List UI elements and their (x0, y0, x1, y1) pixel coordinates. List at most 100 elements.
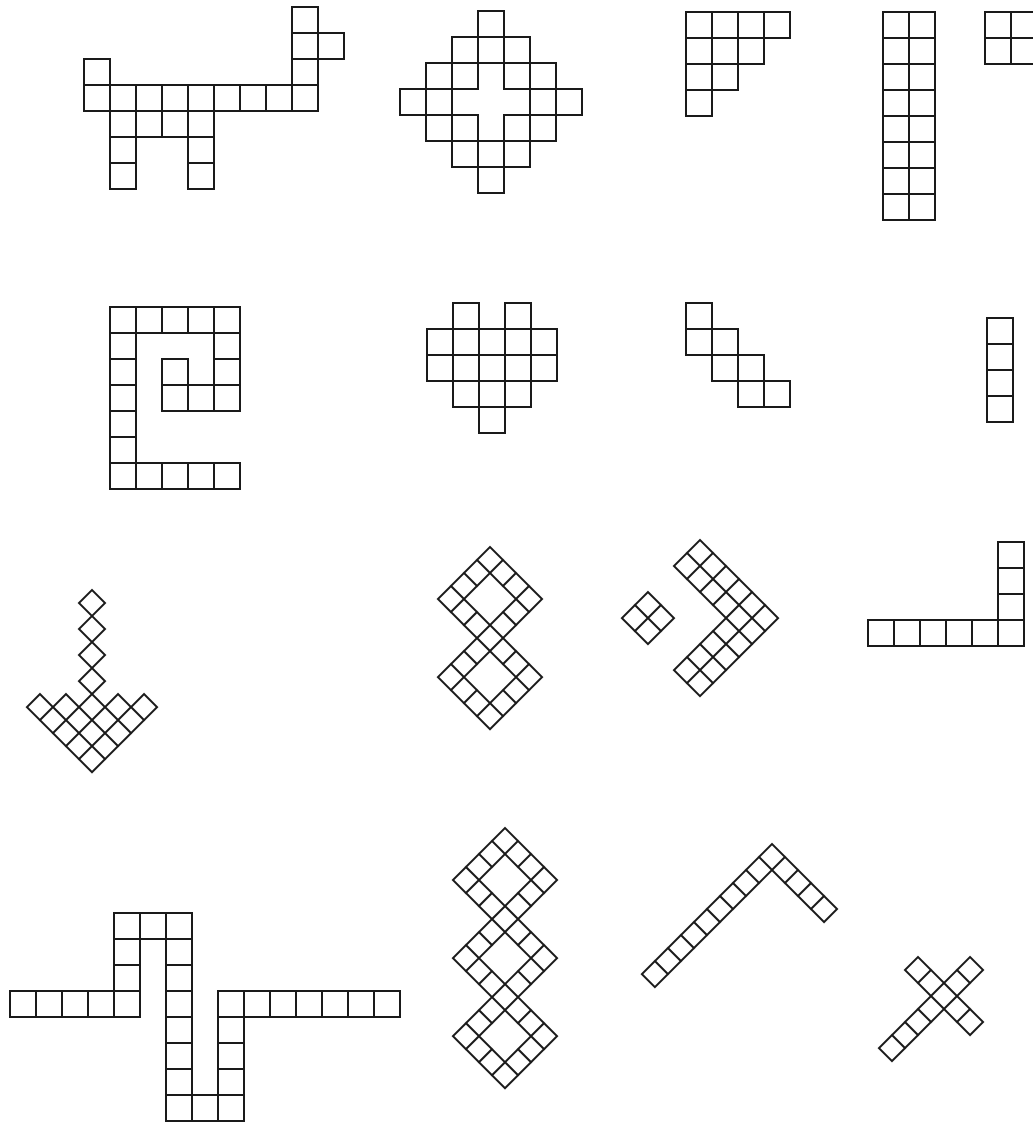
tile-cell (110, 437, 136, 463)
tile-cell (140, 913, 166, 939)
tile-cell (712, 38, 738, 64)
tile-cell (505, 355, 531, 381)
tile-cell (764, 381, 790, 407)
tile-cell (712, 355, 738, 381)
tile-cell (987, 344, 1013, 370)
tile-cell (883, 142, 909, 168)
tile-cell (162, 111, 188, 137)
tile-cell (79, 590, 105, 616)
tile-cell (218, 1043, 244, 1069)
tile-cell (166, 1095, 192, 1121)
tile-cell (998, 568, 1024, 594)
tile-cell (686, 12, 712, 38)
tile-cell (478, 37, 504, 63)
tile-cell (214, 359, 240, 385)
tile-cell (426, 63, 452, 89)
tile-cell (478, 11, 504, 37)
tile-cell (136, 111, 162, 137)
tile-cell (188, 111, 214, 137)
fig-diagonal-x (622, 540, 778, 696)
tile-cell (987, 370, 1013, 396)
tile-cell (79, 668, 105, 694)
tile-cell (909, 38, 935, 64)
tile-cell (36, 991, 62, 1017)
tile-cell (136, 307, 162, 333)
fig-short-column (987, 318, 1013, 422)
tile-cell (686, 329, 712, 355)
fig-ring-diamond (400, 11, 582, 193)
tile-cell (738, 38, 764, 64)
fig-fish (27, 590, 157, 772)
tile-cell (114, 939, 140, 965)
tile-cell (987, 318, 1013, 344)
tile-cell (883, 168, 909, 194)
tile-cell (214, 333, 240, 359)
tile-cell (188, 85, 214, 111)
tile-cell (162, 359, 188, 385)
tile-cell (909, 142, 935, 168)
tile-cell (946, 620, 972, 646)
tile-cell (909, 168, 935, 194)
tile-cell (348, 991, 374, 1017)
tile-cell (110, 307, 136, 333)
tile-cell (188, 307, 214, 333)
tile-cell (292, 7, 318, 33)
tile-cell (110, 385, 136, 411)
tile-cell (504, 63, 530, 89)
tile-cell (972, 620, 998, 646)
tile-cell (110, 333, 136, 359)
tile-cell (1011, 12, 1033, 38)
tile-cell (214, 307, 240, 333)
tile-cell (110, 359, 136, 385)
tile-cell (998, 594, 1024, 620)
tile-cell (162, 307, 188, 333)
tile-cell (504, 37, 530, 63)
tile-cell (214, 85, 240, 111)
tile-cell (883, 116, 909, 142)
tile-cell (110, 111, 136, 137)
tile-cell (427, 355, 453, 381)
tile-cell (478, 167, 504, 193)
tile-cell (110, 85, 136, 111)
tile-cell (478, 141, 504, 167)
tile-cell (883, 12, 909, 38)
tile-cell (192, 1095, 218, 1121)
tile-cell (453, 355, 479, 381)
tile-cell (166, 1069, 192, 1095)
tile-cell (452, 115, 478, 141)
tile-cell (504, 141, 530, 167)
fig-staircase-triangle (686, 12, 790, 116)
tile-cell (214, 385, 240, 411)
tile-cell (505, 329, 531, 355)
fig-heart (427, 303, 557, 433)
tile-cell (292, 59, 318, 85)
tile-cell (166, 939, 192, 965)
fig-spiral (110, 307, 240, 489)
tile-cell (114, 965, 140, 991)
tile-cell (738, 12, 764, 38)
fig-chevron (642, 844, 837, 987)
tile-cell (374, 991, 400, 1017)
tile-cell (162, 463, 188, 489)
fig-edge-pair (985, 12, 1033, 64)
tile-cell (738, 355, 764, 381)
tile-cell (909, 194, 935, 220)
tile-cell (110, 411, 136, 437)
tile-cell (427, 329, 453, 355)
tile-cell (166, 965, 192, 991)
tile-cell (505, 303, 531, 329)
tile-cell (400, 89, 426, 115)
fig-double-diamond (438, 547, 542, 729)
tile-cell (162, 385, 188, 411)
tile-cell (479, 355, 505, 381)
tile-cell (686, 38, 712, 64)
tile-cell (453, 329, 479, 355)
tile-cell (114, 991, 140, 1017)
tile-cell (426, 89, 452, 115)
tile-cell (322, 991, 348, 1017)
tile-cell (686, 90, 712, 116)
tile-cell (712, 64, 738, 90)
fig-llama (84, 7, 344, 189)
tile-cell (84, 59, 110, 85)
tile-cell (318, 33, 344, 59)
